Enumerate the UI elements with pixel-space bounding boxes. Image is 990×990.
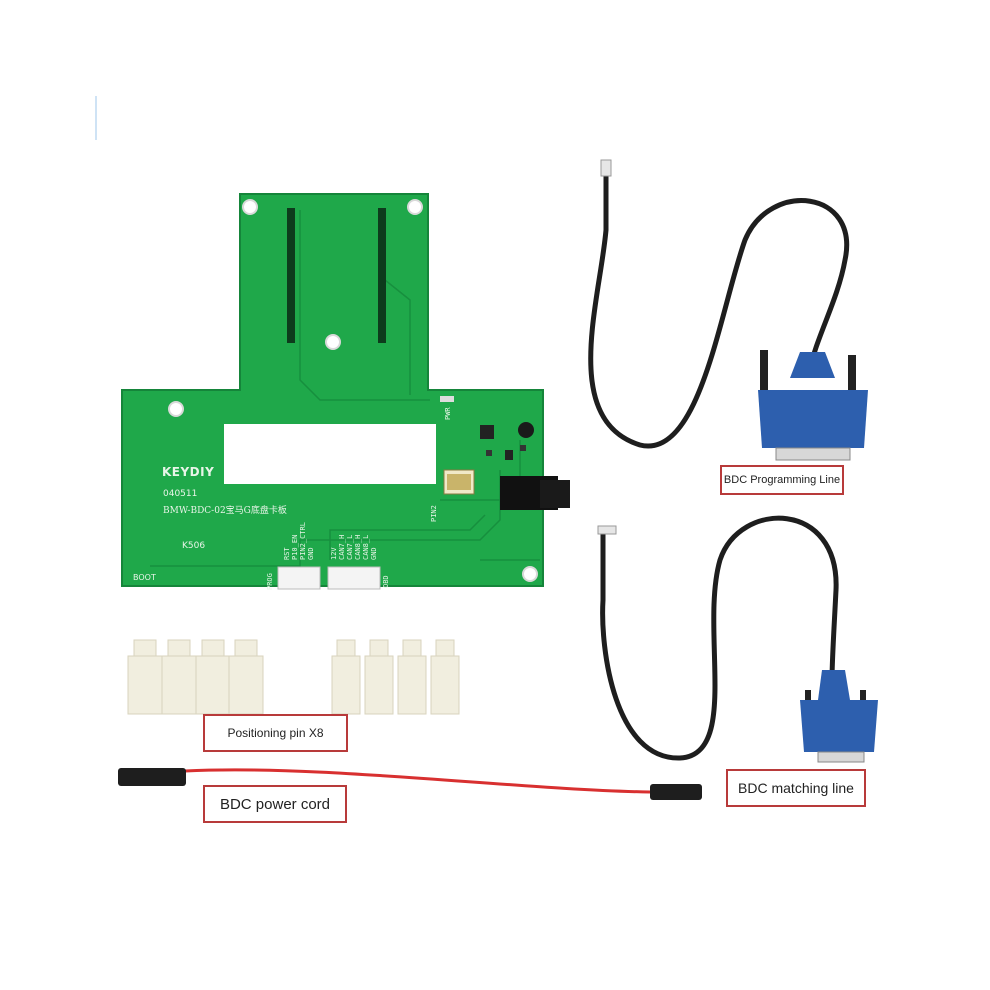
matching-line-label: BDC matching line	[726, 769, 866, 807]
board-cutout	[224, 424, 436, 484]
positioning-pin	[331, 639, 361, 715]
header-left-pin-label: PIN2_CTRL	[299, 522, 307, 560]
header-left-pin-label: RST	[283, 547, 291, 560]
header-right-pin-label: CAN7_L	[346, 534, 354, 560]
pin-header-left	[287, 208, 295, 343]
pin-header-right	[378, 208, 386, 343]
pcb-components	[440, 396, 570, 510]
pcb-board	[121, 193, 570, 590]
programming-line-connector	[758, 350, 868, 461]
pcb-obd-label: OBD	[382, 575, 390, 588]
header-right-pin-label: CAN8_L	[362, 534, 370, 560]
positioning-pin	[364, 639, 394, 715]
header-left-pin-label: P10_EN	[291, 534, 299, 560]
pcb-code-text: 040511	[163, 489, 198, 499]
positioning-pin	[397, 639, 427, 715]
positioning-pin	[430, 639, 460, 715]
positioning-pin	[195, 639, 231, 715]
positioning-pin	[228, 639, 264, 715]
matching-line-cable	[597, 515, 839, 761]
positioning-pin	[127, 639, 163, 715]
pcb-pwr-label: PWR	[444, 407, 452, 420]
obd-connector	[327, 566, 381, 590]
positioning-pins	[127, 639, 460, 715]
matching-line-connector	[800, 670, 878, 763]
programming-line-label: BDC Programming Line	[720, 465, 844, 495]
pcb-model-text: BMW-BDC-02宝马G底盘卡板	[163, 506, 287, 516]
header-right-pin-label: 12V	[330, 547, 338, 560]
pcb-ref-text: K506	[182, 541, 206, 551]
pcb-prog-label: PROG	[266, 573, 274, 590]
pcb-brand-text: KEYDIY	[162, 465, 215, 479]
mounting-holes	[168, 199, 538, 582]
pcb-pin2-label: PIN2	[430, 505, 438, 522]
header-right-pin-label: CAN8_H	[354, 534, 362, 560]
programming-line-cable	[588, 159, 850, 449]
positioning-pin	[161, 639, 197, 715]
power-cord	[118, 768, 702, 800]
header-right-pin-label: GND	[370, 547, 378, 560]
header-left-pin-label: GND	[307, 547, 315, 560]
pcb-boot-label: BOOT	[133, 573, 156, 582]
positioning-pin-label: Positioning pin X8	[203, 714, 348, 752]
prog-connector	[277, 566, 321, 590]
header-right-pin-label: CAN7_H	[338, 534, 346, 560]
power-cord-label: BDC power cord	[203, 785, 347, 823]
